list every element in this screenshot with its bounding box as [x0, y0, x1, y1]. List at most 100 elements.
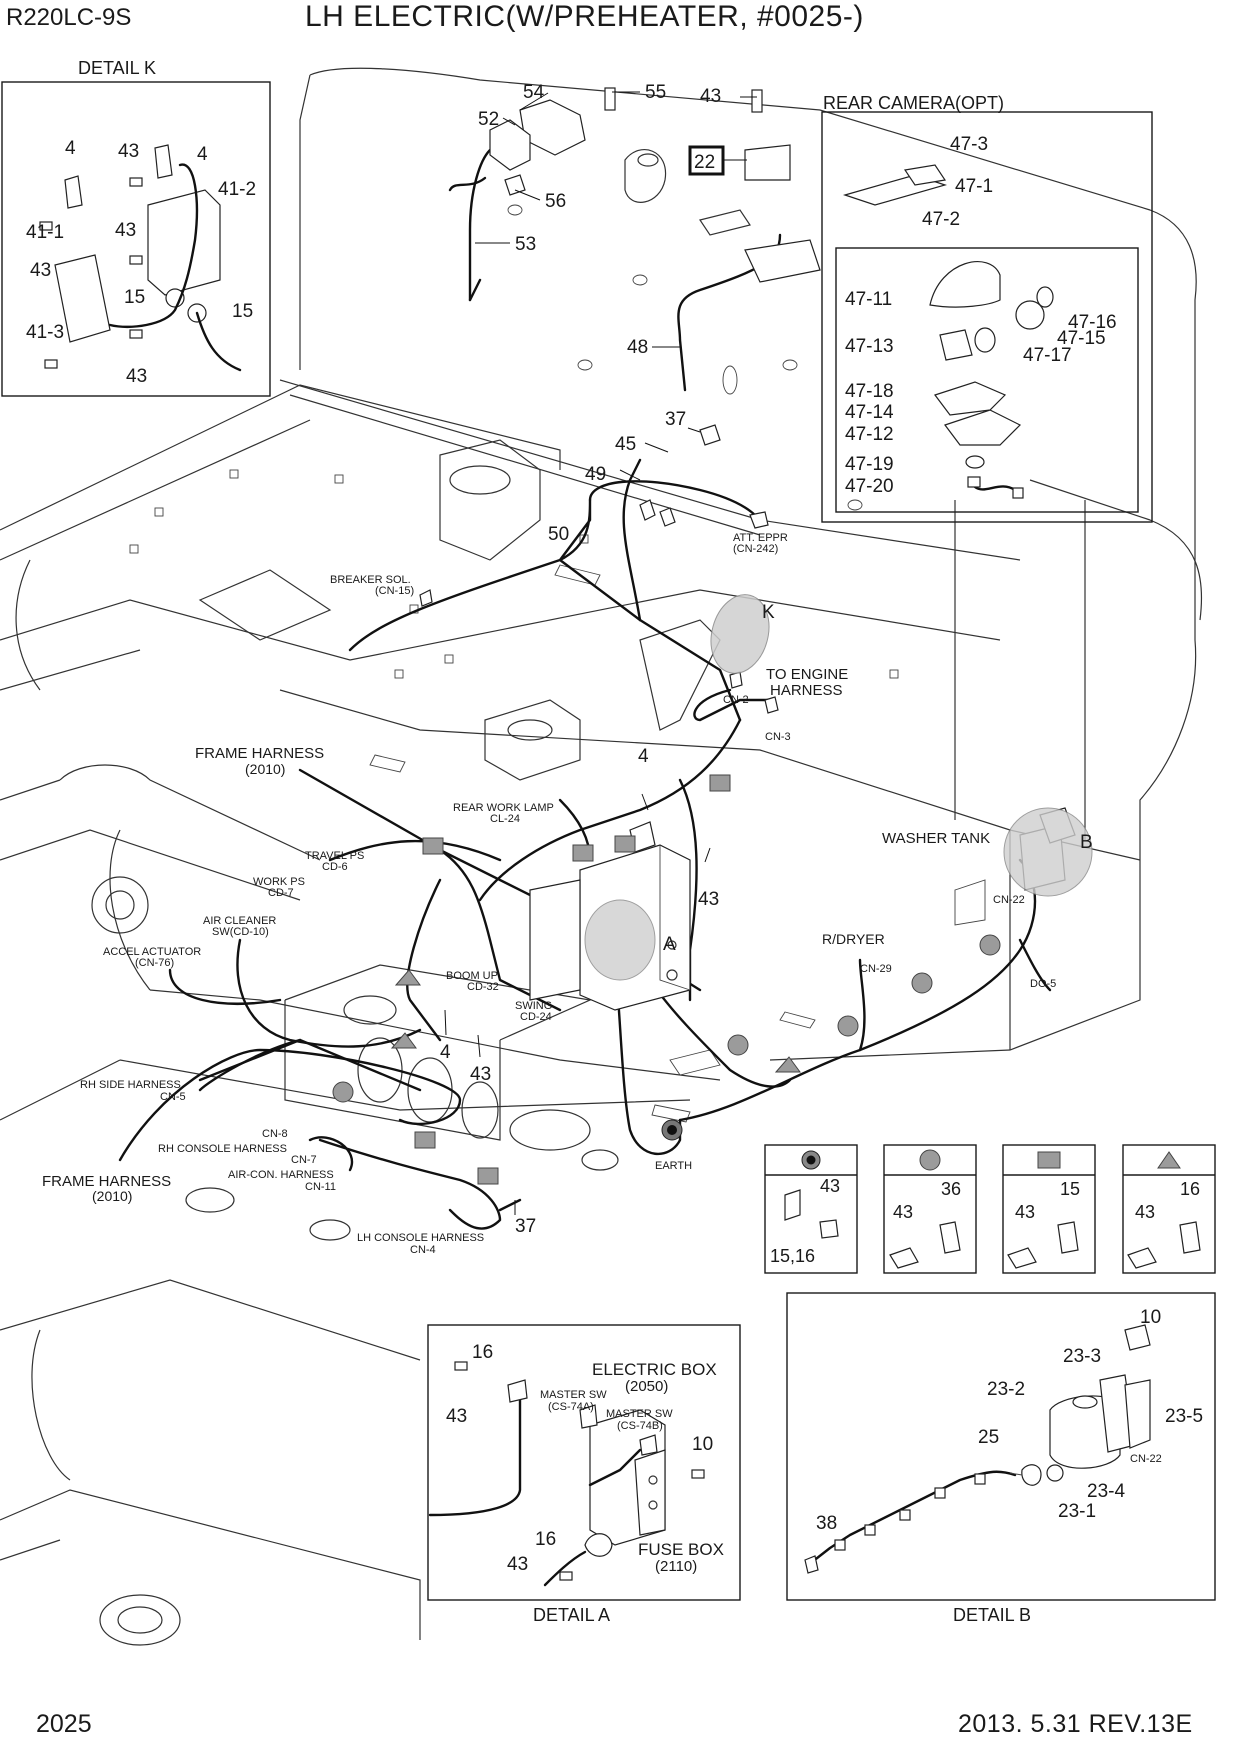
part-number: 37: [665, 409, 686, 430]
harness-callouts: ATT. EPPR (CN-242) BREAKER SOL. (CN-15) …: [42, 532, 1056, 1256]
callout-label: SWING: [515, 1000, 552, 1012]
svg-text:FUSE BOX: FUSE BOX: [638, 1540, 724, 1559]
svg-text:43: 43: [820, 1176, 840, 1196]
part-number: K: [762, 602, 775, 623]
callout-sub: CD-24: [520, 1011, 552, 1023]
detail-b-marker: [1003, 807, 1093, 897]
svg-text:41-2: 41-2: [218, 179, 256, 200]
page-title: LH ELECTRIC(W/PREHEATER, #0025-): [305, 0, 864, 33]
callout-sub: CN-5: [160, 1091, 186, 1103]
svg-text:43: 43: [893, 1202, 913, 1222]
callout-label: DO-5: [1030, 978, 1056, 990]
main-part-numbers: 54 55 43 52 56 53 48 37 45 49 50 K 4 43 …: [440, 82, 1093, 1237]
callout-label: RH CONSOLE HARNESS: [158, 1143, 287, 1155]
callout-label: R/DRYER: [822, 931, 885, 947]
callout-label: REAR WORK LAMP: [453, 802, 554, 814]
callout-label: LH CONSOLE HARNESS: [357, 1232, 484, 1244]
svg-text:41-3: 41-3: [26, 322, 64, 343]
svg-text:41-1: 41-1: [26, 222, 64, 243]
svg-text:47-14: 47-14: [845, 402, 894, 423]
callout-label: AIR CLEANER: [203, 915, 276, 927]
callout-label: CN-8: [262, 1128, 288, 1140]
svg-text:23-4: 23-4: [1087, 1481, 1125, 1502]
svg-text:ELECTRIC BOX: ELECTRIC BOX: [592, 1360, 717, 1379]
svg-text:15: 15: [232, 301, 253, 322]
legend-filled-dot: 43 15,16: [764, 1144, 858, 1274]
harness-clip-markers: [332, 774, 1001, 1185]
svg-text:MASTER SW: MASTER SW: [540, 1389, 607, 1401]
callout-label: CN-3: [765, 731, 791, 743]
svg-text:16: 16: [472, 1342, 493, 1363]
callout-sub: (2010): [245, 761, 285, 777]
svg-text:43: 43: [1135, 1202, 1155, 1222]
callout-sub: SW(CD-10): [212, 926, 269, 938]
svg-text:43: 43: [1015, 1202, 1035, 1222]
svg-text:43: 43: [507, 1554, 528, 1575]
boxed-reference: 22: [688, 145, 725, 176]
callout-label: EARTH: [655, 1160, 692, 1172]
svg-text:47-19: 47-19: [845, 454, 894, 475]
part-number: 37: [515, 1216, 536, 1237]
callout-sub: CD-32: [467, 981, 499, 993]
callout-sub: CD-6: [322, 861, 348, 873]
part-number: 55: [645, 82, 666, 103]
svg-text:22: 22: [694, 152, 715, 173]
part-number: 53: [515, 234, 536, 255]
legend-gray-triangle: 43 16: [1122, 1144, 1216, 1274]
svg-text:43: 43: [115, 220, 136, 241]
svg-text:(CS-74B): (CS-74B): [617, 1420, 663, 1432]
callout-label: RH SIDE HARNESS: [80, 1079, 181, 1091]
callout-sub: CN-29: [860, 963, 892, 975]
part-number: 43: [698, 889, 719, 910]
svg-text:47-15: 47-15: [1057, 328, 1106, 349]
callout-label: BOOM UP: [446, 970, 498, 982]
part-number: A: [663, 934, 676, 955]
callout-label: WORK PS: [253, 876, 305, 888]
callout-sub: CN-4: [410, 1244, 436, 1256]
part-number: B: [1080, 832, 1093, 853]
callout-label: CN-2: [723, 694, 749, 706]
svg-text:MASTER SW: MASTER SW: [606, 1408, 673, 1420]
rear-camera-panel: REAR CAMERA(OPT) 47-3 47-1 47-2 47-11 47…: [821, 93, 1153, 523]
part-number: 49: [585, 464, 606, 485]
part-number: 4: [638, 746, 649, 767]
svg-text:47-17: 47-17: [1023, 345, 1072, 366]
panel-title: DETAIL A: [533, 1605, 610, 1625]
frame-harness-wires: [118, 148, 1052, 1230]
callout-sub: CN-7: [291, 1154, 317, 1166]
svg-text:23-1: 23-1: [1058, 1501, 1096, 1522]
svg-text:43: 43: [118, 141, 139, 162]
svg-text:43: 43: [446, 1406, 467, 1427]
detail-a-panel: DETAIL A 16 43 ELECTRIC BOX (2050) MASTE…: [427, 1324, 741, 1625]
detail-k-marker: [710, 594, 770, 674]
svg-text:10: 10: [692, 1434, 713, 1455]
part-number: 43: [470, 1064, 491, 1085]
svg-text:47-11: 47-11: [845, 289, 892, 310]
svg-text:(2050): (2050): [625, 1378, 668, 1395]
part-number: 52: [478, 109, 499, 130]
svg-text:(CS-74A): (CS-74A): [548, 1401, 594, 1413]
part-number: 43: [700, 86, 721, 107]
svg-text:47-18: 47-18: [845, 381, 894, 402]
callout-label: TRAVEL PS: [305, 850, 364, 862]
callout-sub: (2010): [92, 1188, 132, 1204]
camera-mount-parts: [419, 87, 821, 714]
panel-title: DETAIL B: [953, 1605, 1031, 1625]
svg-text:15,16: 15,16: [770, 1246, 815, 1266]
callout-sub: (CN-15): [375, 585, 414, 597]
model-code: R220LC-9S: [6, 4, 132, 31]
part-number: 50: [548, 524, 569, 545]
svg-text:47-2: 47-2: [922, 209, 960, 230]
callout-label: BREAKER SOL.: [330, 574, 411, 586]
svg-text:10: 10: [1140, 1307, 1161, 1328]
svg-text:47-12: 47-12: [845, 424, 894, 445]
callout-sub: HARNESS: [770, 682, 843, 699]
callout-sub: CL-24: [490, 813, 520, 825]
callout-label: WASHER TANK: [882, 830, 990, 847]
panel-title: REAR CAMERA(OPT): [823, 93, 1004, 113]
detail-a-marker: [584, 899, 656, 981]
svg-text:23-3: 23-3: [1063, 1346, 1101, 1367]
callout-label: ACCEL ACTUATOR: [103, 946, 201, 958]
part-number: 48: [627, 337, 648, 358]
svg-text:38: 38: [816, 1513, 837, 1534]
